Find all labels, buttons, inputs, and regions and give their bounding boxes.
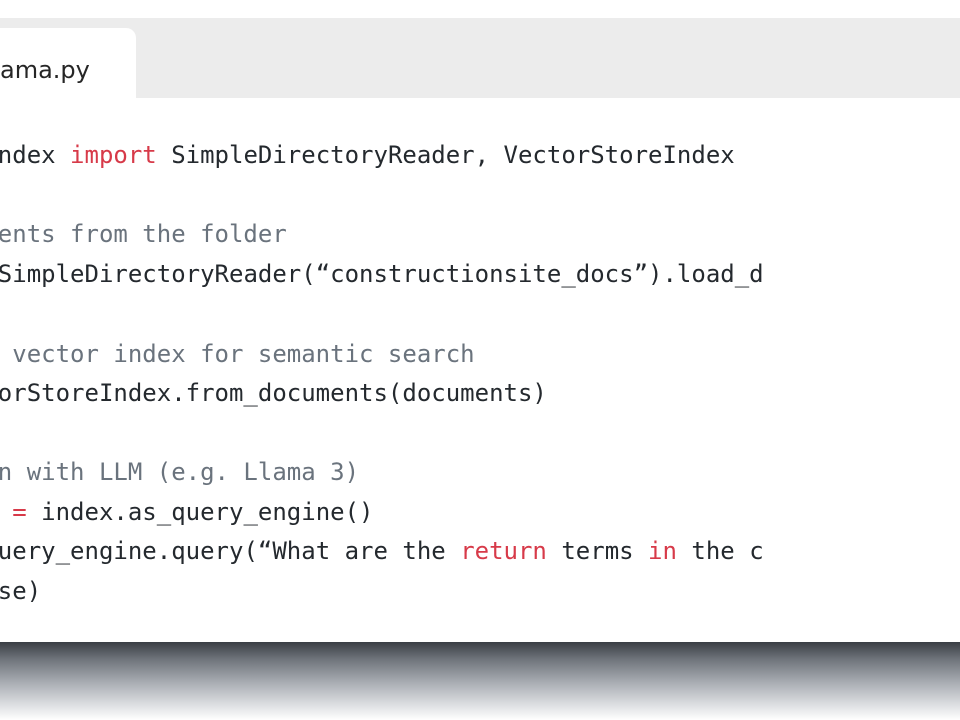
code-line-8: = query_engine.query(“What are the retur… [0,535,764,567]
code-text: ma_index [0,141,56,169]
code-line-5: VectorStoreIndex.from_documents(document… [0,377,547,409]
code-line-9: sponse) [0,575,41,607]
code-editor-window: ama.py ma_index import SimpleDirectoryRe… [0,18,960,642]
code-text: VectorStoreIndex.from_documents(document… [0,379,547,407]
code-text: SimpleDirectoryReader(“constructionsite_… [0,260,764,288]
code-text: SimpleDirectoryReader, VectorStoreIndex [156,141,735,169]
code-line-7: gine = index.as_query_engine() [0,496,373,528]
code-comment-3: ation with LLM (e.g. Llama 3) [0,458,360,486]
code-line-3: s = SimpleDirectoryReader(“constructions… [0,258,764,290]
tab-label: ama.py [0,56,90,84]
code-text: the c [676,537,764,565]
window-drop-shadow [0,642,960,720]
code-comment-2: ng a vector index for semantic search [12,340,475,368]
keyword-token: return [460,537,547,565]
operator-token: = [12,498,27,526]
keyword-token: import [70,141,157,169]
tab-file[interactable]: ama.py [0,28,136,98]
code-text: terms [546,537,649,565]
keyword-token: in [648,537,677,565]
code-text: gine [0,498,12,526]
code-comment-1: ocuments from the folder [0,220,287,248]
tab-bar: ama.py [0,18,960,98]
code-text: sponse) [0,577,42,605]
code-text: query_engine.query(“What are the [0,537,461,565]
code-line-1: ma_index import SimpleDirectoryReader, V… [0,139,735,171]
code-text: index.as_query_engine() [26,498,374,526]
code-area[interactable]: ma_index import SimpleDirectoryReader, V… [0,98,960,642]
